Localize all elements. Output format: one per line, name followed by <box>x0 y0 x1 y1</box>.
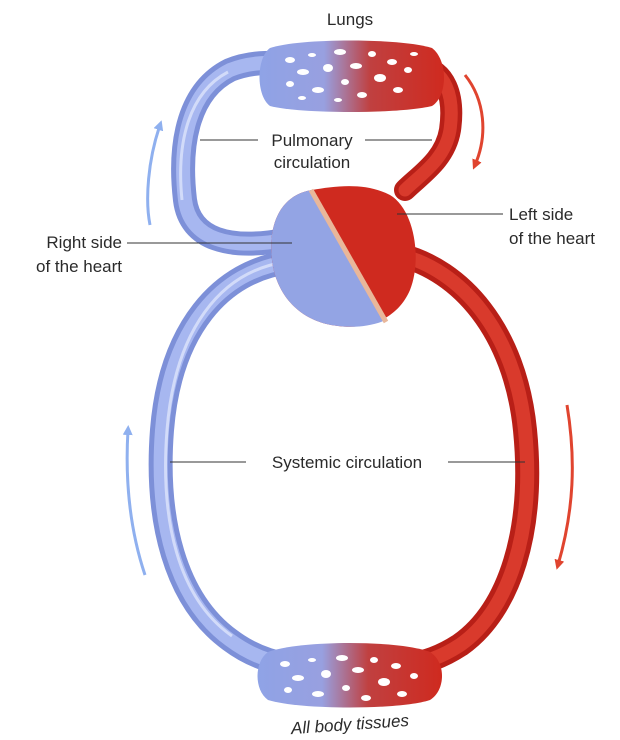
lungs-label: Lungs <box>327 10 373 29</box>
pulmonary-label-line1: Pulmonary <box>271 131 353 150</box>
pulmonary-label-line2: circulation <box>274 153 351 172</box>
right-side-label-line2: of the heart <box>36 257 122 276</box>
systemic-label: Systemic circulation <box>272 453 422 472</box>
right-side-label-line1: Right side <box>46 233 122 252</box>
tissues-label: All body tissues <box>289 711 410 738</box>
tissues-capillary-bed <box>258 643 443 708</box>
arrow-systemic-down <box>558 405 572 565</box>
systemic-vein <box>161 262 290 665</box>
heart <box>271 186 415 327</box>
arrow-pulmonary-up <box>148 125 160 225</box>
left-side-label-line2: of the heart <box>509 229 595 248</box>
arrow-pulmonary-down <box>465 75 483 165</box>
lungs-capillary-bed <box>260 41 445 113</box>
left-side-label-line1: Left side <box>509 205 573 224</box>
arrow-systemic-up <box>127 430 145 575</box>
